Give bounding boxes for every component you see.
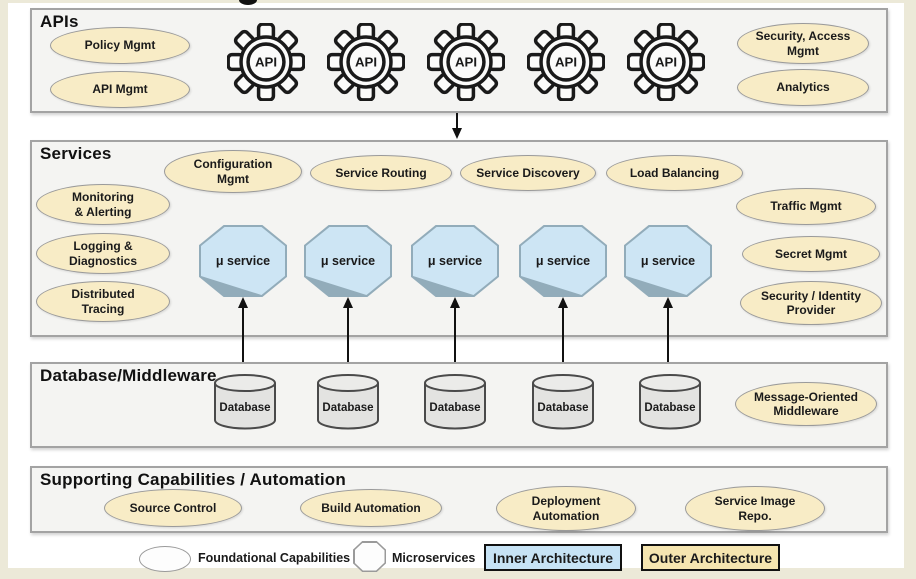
legend-octagon-fill <box>354 542 385 571</box>
traffic-mgmt-capability: Traffic Mgmt <box>736 188 876 225</box>
microservice-octagon: μ service <box>304 225 392 297</box>
database-cylinder-icon: Database <box>424 374 486 430</box>
load-balancing-label: Load Balancing <box>629 165 720 180</box>
source-control-capability: Source Control <box>104 489 242 527</box>
deployment-automation-label: Deployment Automation <box>531 494 601 523</box>
source-control-label: Source Control <box>129 500 217 515</box>
database-label: Database <box>644 402 695 414</box>
service-database-arrow <box>237 297 248 379</box>
api-gear-label: API <box>355 55 377 70</box>
legend-outer-architecture: Outer Architecture <box>641 544 780 571</box>
configuration-mgmt-label: Configuration Mgmt <box>193 157 273 186</box>
distributed-tracing-capability: Distributed Tracing <box>36 281 170 322</box>
microservice-octagon: μ service <box>624 225 712 297</box>
database-cylinder-icon: Database <box>214 374 276 430</box>
database-label: Database <box>322 402 373 414</box>
policy-mgmt-capability: Policy Mgmt <box>50 27 190 64</box>
legend-oval-icon <box>139 546 191 572</box>
build-automation-label: Build Automation <box>321 500 421 515</box>
service-routing-label: Service Routing <box>335 165 427 180</box>
security-identity-provider-capability: Security / Identity Provider <box>740 281 882 325</box>
microservice-label: μ service <box>640 254 696 268</box>
secret-mgmt-capability: Secret Mgmt <box>742 236 880 272</box>
legend-outer-architecture-label: Outer Architecture <box>648 549 773 566</box>
analytics-capability: Analytics <box>737 69 869 106</box>
api-mgmt-label: API Mgmt <box>92 82 148 97</box>
load-balancing-capability: Load Balancing <box>606 155 743 191</box>
service-discovery-label: Service Discovery <box>476 165 580 180</box>
api-gear-icon: API <box>527 23 605 101</box>
distributed-tracing-label: Distributed Tracing <box>71 287 135 316</box>
database-label: Database <box>537 402 588 414</box>
service-discovery-capability: Service Discovery <box>460 155 596 191</box>
microservice-label: μ service <box>320 254 376 268</box>
services-panel-title: Services <box>40 144 112 163</box>
database-label: Database <box>429 402 480 414</box>
api-gear-label: API <box>555 55 577 70</box>
legend-octagon-icon <box>353 541 386 572</box>
database-middleware-panel-title: Database/Middleware <box>40 366 217 385</box>
security-identity-provider-label: Security / Identity Provider <box>760 288 862 317</box>
service-image-repo-capability: Service Image Repo. <box>685 486 825 531</box>
microservice-label: μ service <box>427 254 483 268</box>
apis-to-services-arrow <box>451 113 462 139</box>
logging-diagnostics-label: Logging & Diagnostics <box>68 239 137 268</box>
traffic-mgmt-label: Traffic Mgmt <box>770 199 842 214</box>
api-gear-icon: API <box>627 23 705 101</box>
security-access-mgmt-label: Security, Access Mgmt <box>755 29 851 58</box>
build-automation-capability: Build Automation <box>300 489 442 527</box>
service-database-arrow <box>557 297 568 379</box>
microservice-octagon: μ service <box>411 225 499 297</box>
legend-inner-architecture: Inner Architecture <box>484 544 622 571</box>
monitoring-alerting-label: Monitoring & Alerting <box>72 190 134 219</box>
api-gear-icon: API <box>427 23 505 101</box>
service-database-arrow <box>342 297 353 379</box>
apis-panel-title: APIs <box>40 12 79 31</box>
cutoff-top-mark <box>239 0 257 5</box>
api-gear-label: API <box>655 55 677 70</box>
api-gear-icon: API <box>327 23 405 101</box>
api-mgmt-capability: API Mgmt <box>50 71 190 108</box>
api-gear-label: API <box>255 55 277 70</box>
secret-mgmt-label: Secret Mgmt <box>774 246 848 261</box>
logging-diagnostics-capability: Logging & Diagnostics <box>36 233 170 274</box>
legend-microservices-label: Microservices <box>392 551 476 565</box>
service-database-arrow <box>449 297 460 379</box>
message-oriented-middleware-capability: Message-Oriented Middleware <box>735 382 877 426</box>
microservice-octagon: μ service <box>519 225 607 297</box>
service-database-arrow <box>662 297 673 379</box>
microservice-label: μ service <box>215 254 271 268</box>
microservice-label: μ service <box>535 254 591 268</box>
database-cylinder-icon: Database <box>532 374 594 430</box>
analytics-label: Analytics <box>776 80 830 95</box>
legend-foundational-label: Foundational Capabilities <box>198 551 351 565</box>
api-gear-icon: API <box>227 23 305 101</box>
configuration-mgmt-capability: Configuration Mgmt <box>164 150 302 193</box>
database-cylinder-icon: Database <box>639 374 701 430</box>
service-routing-capability: Service Routing <box>310 155 452 191</box>
security-access-mgmt-capability: Security, Access Mgmt <box>737 23 869 64</box>
database-label: Database <box>219 402 270 414</box>
deployment-automation-capability: Deployment Automation <box>496 486 636 531</box>
service-image-repo-label: Service Image Repo. <box>714 494 796 523</box>
supporting-capabilities-panel-title: Supporting Capabilities / Automation <box>40 470 346 489</box>
api-gear-label: API <box>455 55 477 70</box>
message-oriented-middleware-label: Message-Oriented Middleware <box>753 389 859 418</box>
legend-inner-architecture-label: Inner Architecture <box>492 549 614 566</box>
microservice-octagon: μ service <box>199 225 287 297</box>
policy-mgmt-label: Policy Mgmt <box>84 38 156 53</box>
monitoring-alerting-capability: Monitoring & Alerting <box>36 184 170 225</box>
database-cylinder-icon: Database <box>317 374 379 430</box>
